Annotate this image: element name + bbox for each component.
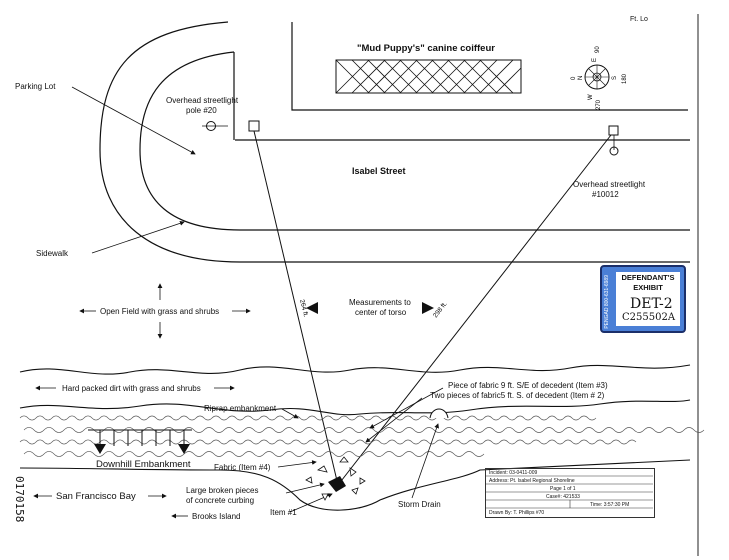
compass-s-deg: 180	[622, 73, 628, 84]
compass-w-deg: 270	[596, 99, 602, 110]
parking-lot-label: Parking Lot	[15, 82, 56, 91]
title-block-lines	[485, 475, 653, 509]
page-mark: Ft. Lo	[630, 16, 648, 23]
sidewalk-leader	[91, 221, 185, 254]
measure-arrow-left-icon	[306, 302, 318, 314]
business-name: "Mud Puppy's" canine coiffeur	[357, 43, 495, 54]
broken-concrete-label-1: Large broken pieces	[186, 486, 259, 495]
bay-shoreline	[19, 459, 691, 511]
compass-s: S	[612, 76, 618, 80]
title-page: Page 1 of 1	[550, 486, 576, 492]
compass-n: N	[578, 76, 584, 80]
storm-drain-label: Storm Drain	[398, 500, 441, 509]
item3-label: Piece of fabric 9 ft. S/E of decedent (I…	[448, 381, 608, 390]
riprap-label: Riprap embankment	[204, 404, 277, 413]
stamp-subtitle: EXHIBIT	[633, 283, 663, 292]
riprap-top-edge	[19, 399, 691, 416]
streetlight-10012-lamp-icon	[608, 125, 619, 136]
open-field-label: Open Field with grass and shrubs	[100, 307, 220, 316]
streetlight-10012-label-2: #10012	[592, 190, 619, 199]
distance-left-label: 264 ft.	[298, 299, 309, 318]
compass-zero: 0	[571, 76, 577, 80]
sidewalk-label: Sidewalk	[36, 249, 69, 258]
compass-rose-icon	[584, 64, 610, 90]
streetlight-20-label-1: Overhead streetlight	[166, 96, 239, 105]
business-building	[335, 59, 522, 94]
title-incident: Incident: 03-0411-009	[489, 470, 538, 476]
title-address: Address: Pt. Isabel Regional Shoreline	[489, 478, 575, 484]
measurement-label-2: center of torso	[355, 308, 407, 317]
street-name: Isabel Street	[352, 166, 406, 176]
defendants-exhibit-stamp: PENGAD 800-631-6989 DEFENDANT'S EXHIBIT …	[600, 265, 686, 333]
broken-concrete-label-2: of concrete curbing	[186, 496, 255, 505]
title-case: Case#: 421533	[546, 494, 580, 500]
fabric-item4-label: Fabric (Item #4)	[214, 463, 271, 472]
field-edge-wave	[19, 364, 691, 375]
decedent-location-icon	[305, 456, 366, 501]
compass-e: E	[592, 58, 598, 62]
measurement-label-1: Measurements to	[349, 298, 411, 307]
compass-w: W	[588, 94, 594, 100]
parking-lot-leader	[71, 86, 196, 155]
sidewalk-inner-edge	[139, 51, 690, 231]
downhill-embankment-label: Downhill Embankment	[96, 459, 191, 470]
brooks-island-label: Brooks Island	[192, 512, 241, 521]
measure-line-left	[253, 130, 339, 486]
drawing-title-block: Incident: 03-0411-009 Address: Pt. Isabe…	[485, 468, 655, 518]
title-time: Time: 3:57:30 PM	[590, 502, 630, 508]
sidewalk-outer-edge	[99, 21, 690, 263]
sf-bay-label: San Francisco Bay	[56, 491, 136, 502]
stamp-case-number: C255502A	[622, 312, 676, 323]
riprap-rocks	[19, 415, 705, 457]
item1-label: Item #1	[270, 508, 297, 517]
distance-right-label: 298 ft.	[432, 301, 449, 320]
compass-e-deg: 90	[595, 46, 601, 53]
streetlight-10012-label-1: Overhead streetlight	[573, 180, 646, 189]
streetlight-20-label-2: pole #20	[186, 106, 217, 115]
streetlight-20-lamp-icon	[248, 120, 260, 132]
stamp-side-text: PENGAD 800-631-6989	[604, 275, 610, 329]
downhill-embankment-marks	[88, 429, 192, 452]
streetlight-10012-pole-icon	[609, 146, 619, 156]
item2-label: Two pieces of fabric5 ft. S. of decedent…	[430, 391, 605, 400]
bates-number: 0170158	[13, 476, 26, 523]
measure-line-right	[337, 134, 612, 486]
stamp-exhibit-number: DET-2	[630, 296, 673, 312]
hard-dirt-label: Hard packed dirt with grass and shrubs	[62, 384, 201, 393]
stamp-title: DEFENDANT'S	[621, 273, 675, 282]
measure-arrow-right-icon	[422, 302, 434, 314]
storm-drain-icon	[429, 408, 449, 419]
title-drawn-by: Drawn By: T. Phillips #70	[489, 510, 545, 516]
building-hatch	[335, 59, 522, 94]
building-lot-edge	[291, 22, 688, 111]
